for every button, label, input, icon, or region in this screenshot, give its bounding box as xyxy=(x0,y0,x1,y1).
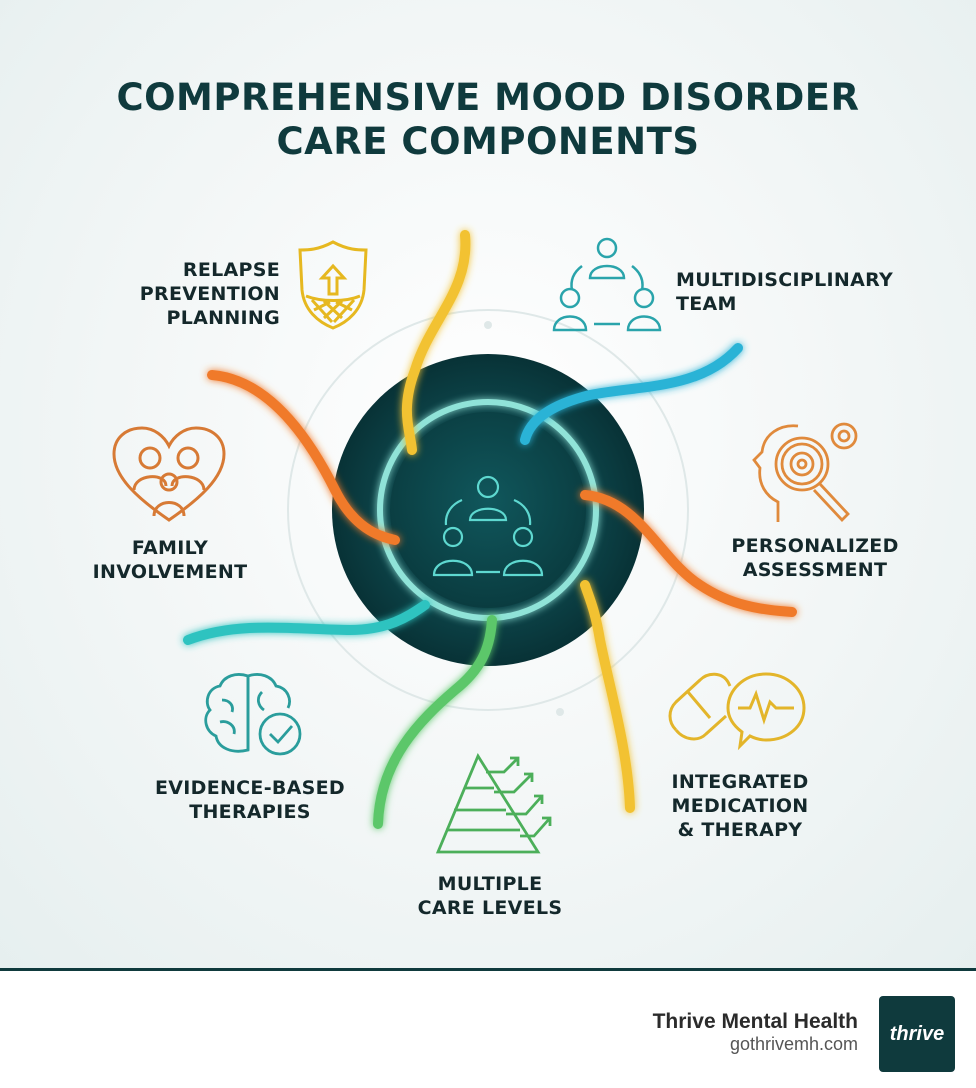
label-line: THERAPIES xyxy=(189,801,311,823)
head-gear-magnifier-icon xyxy=(752,422,858,523)
label-line: CARE LEVELS xyxy=(417,897,563,919)
label-line: INTEGRATED xyxy=(671,771,809,793)
label-line: MULTIDISCIPLINARY xyxy=(676,269,894,291)
label-family-involvement: FAMILY INVOLVEMENT xyxy=(80,536,260,584)
footer-divider xyxy=(0,968,976,971)
shield-arrow-icon xyxy=(298,240,368,330)
team-icon xyxy=(552,237,662,332)
ribbon-yellow-top xyxy=(401,230,471,455)
label-line: & THERAPY xyxy=(677,819,803,841)
label-line: MEDICATION xyxy=(671,795,809,817)
pyramid-arrows-icon xyxy=(435,752,552,854)
label-integrated-medication-therapy: INTEGRATED MEDICATION & THERAPY xyxy=(660,770,820,842)
label-line: RELAPSE xyxy=(182,259,280,281)
label-line: PREVENTION xyxy=(139,283,280,305)
label-personalized-assessment: PERSONALIZED ASSESSMENT xyxy=(720,534,910,582)
label-line: MULTIPLE xyxy=(437,873,543,895)
logo-text: thrive xyxy=(889,1022,945,1045)
infographic-canvas: COMPREHENSIVE MOOD DISORDER CARE COMPONE… xyxy=(0,0,976,968)
pill-speech-icon xyxy=(668,672,806,751)
orbit-ring xyxy=(287,309,689,711)
page-title: COMPREHENSIVE MOOD DISORDER CARE COMPONE… xyxy=(0,76,976,164)
ribbon-orange-left xyxy=(207,370,400,545)
label-line: EVIDENCE-BASED xyxy=(154,777,346,799)
label-line: INVOLVEMENT xyxy=(92,561,248,583)
care-team-icon xyxy=(432,475,544,577)
label-relapse-prevention: RELAPSE PREVENTION PLANNING xyxy=(120,258,280,330)
label-line: TEAM xyxy=(676,293,737,315)
brand-name: Thrive Mental Health xyxy=(652,1010,858,1033)
ribbon-orange-right xyxy=(580,490,797,617)
label-line: ASSESSMENT xyxy=(742,559,888,581)
label-line: FAMILY xyxy=(131,537,209,559)
label-evidence-based-therapies: EVIDENCE-BASED THERAPIES xyxy=(140,776,360,824)
brain-check-icon xyxy=(204,673,302,756)
title-line-2: CARE COMPONENTS xyxy=(276,120,700,163)
ribbon-yellow-bottom xyxy=(580,580,635,813)
footer xyxy=(0,971,976,1088)
label-line: PLANNING xyxy=(166,307,280,329)
hub-inner-circle xyxy=(390,412,586,608)
hub-diagram xyxy=(183,230,797,829)
ribbon-teal xyxy=(183,600,430,645)
label-line: PERSONALIZED xyxy=(731,535,899,557)
title-line-1: COMPREHENSIVE MOOD DISORDER xyxy=(116,76,860,119)
ribbon-blue xyxy=(520,343,743,445)
label-multidisciplinary-team: MULTIDISCIPLINARY TEAM xyxy=(676,268,936,316)
ribbon-green xyxy=(373,615,497,829)
heart-family-icon xyxy=(112,426,226,522)
label-multiple-care-levels: MULTIPLE CARE LEVELS xyxy=(400,872,580,920)
brand-url[interactable]: gothrivemh.com xyxy=(729,1034,858,1054)
thrive-logo: thrive xyxy=(879,996,955,1072)
